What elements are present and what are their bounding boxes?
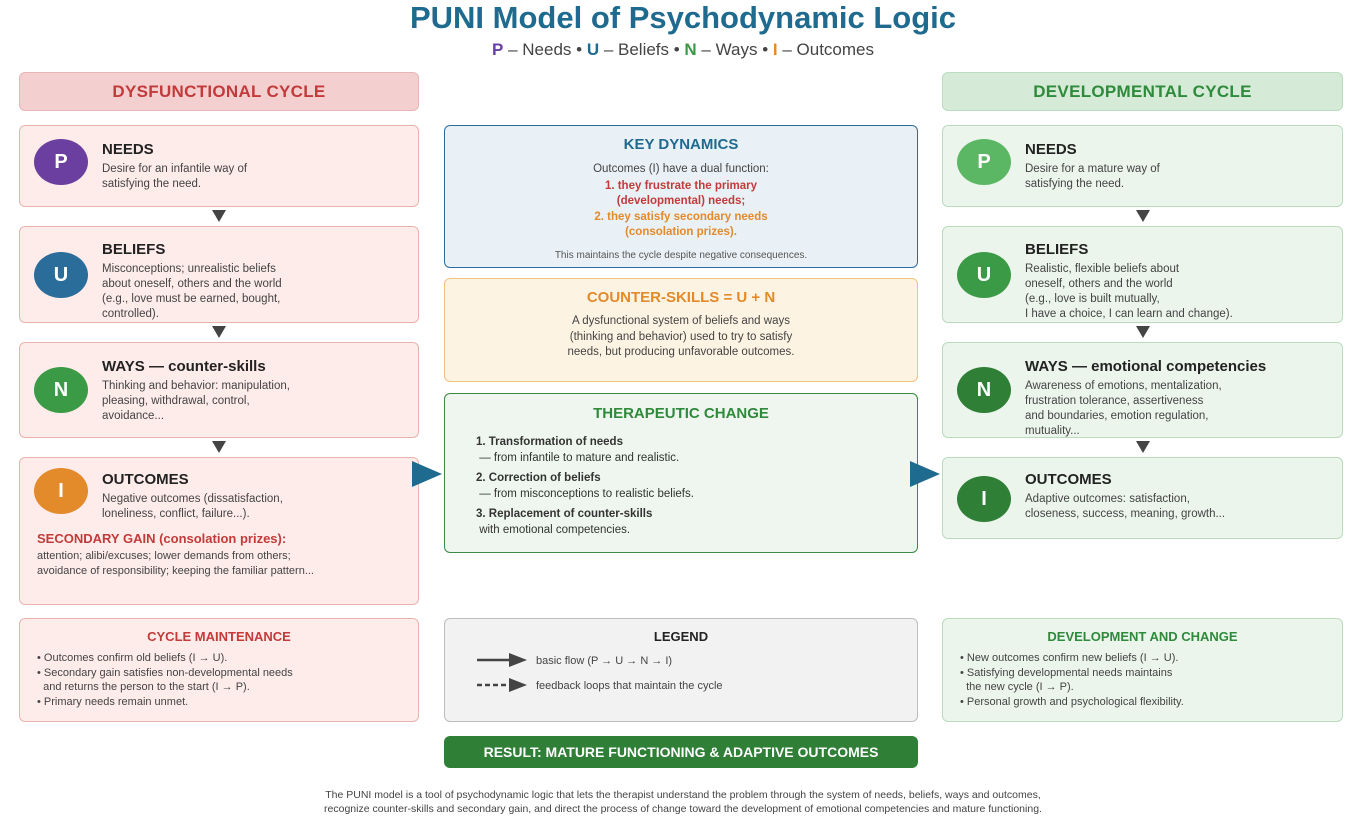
subtitle-n-text: – Ways • <box>696 40 773 59</box>
development-box: DEVELOPMENT AND CHANGE • New outcomes co… <box>942 618 1343 722</box>
step1-title: 1. Transformation of needs <box>476 436 623 448</box>
subtitle-u: U <box>586 40 600 59</box>
solid-arrow-icon <box>477 653 527 667</box>
right-outcomes-title: OUTCOMES <box>1025 471 1112 488</box>
left-needs-card: P NEEDS Desire for an infantile way of s… <box>19 125 419 207</box>
page-subtitle: P – Needs • U – Beliefs • N – Ways • I –… <box>0 40 1366 60</box>
right-outcomes-card: I OUTCOMES Adaptive outcomes: satisfacti… <box>942 457 1343 539</box>
right-ways-title: WAYS — emotional competencies <box>1025 358 1267 375</box>
therapeutic-change-box: THERAPEUTIC CHANGE 1. Transformation of … <box>444 393 918 553</box>
secondary-gain-title: SECONDARY GAIN (consolation prizes): <box>37 531 287 546</box>
down-arrow-icon <box>1136 210 1150 222</box>
left-ways-title: WAYS — counter-skills <box>102 358 266 375</box>
right-needs-text: Desire for a mature way of satisfying th… <box>1025 163 1160 190</box>
left-outcomes-text: Negative outcomes (dissatisfaction, lone… <box>102 493 283 520</box>
footer-line-2: recognize counter-skills and secondary g… <box>324 803 1042 815</box>
key-dynamics-box: KEY DYNAMICS Outcomes (I) have a dual fu… <box>444 125 918 268</box>
right-ways-text: Awareness of emotions, mentalization, fr… <box>1025 380 1222 437</box>
subtitle-p: P <box>492 40 504 59</box>
arrow-right-icon <box>910 461 940 487</box>
n-circle: N <box>34 367 88 413</box>
left-beliefs-title: BELIEFS <box>102 241 166 258</box>
down-arrow-icon <box>212 326 226 338</box>
subtitle-i-text: – Outcomes <box>777 40 874 59</box>
therapeutic-change-title: THERAPEUTIC CHANGE <box>593 405 769 422</box>
left-ways-card: N WAYS — counter-skills Thinking and beh… <box>19 342 419 438</box>
p-circle: P <box>957 139 1011 185</box>
left-beliefs-text: Misconceptions; unrealistic beliefs abou… <box>102 263 282 320</box>
subtitle-p-text: – Needs • <box>503 40 587 59</box>
key-dynamics-footer: This maintains the cycle despite negativ… <box>554 250 808 261</box>
down-arrow-icon <box>212 441 226 453</box>
therapeutic-steps: 1. Transformation of needs — from infant… <box>476 435 694 538</box>
u-circle: U <box>34 252 88 298</box>
counter-skills-title: COUNTER-SKILLS = U + N <box>586 289 776 306</box>
dysfunctional-cycle-header: DYSFUNCTIONAL CYCLE <box>19 72 419 111</box>
footer-line-1: The PUNI model is a tool of psychodynami… <box>325 789 1041 801</box>
left-beliefs-card: U BELIEFS Misconceptions; unrealistic be… <box>19 226 419 323</box>
right-needs-title: NEEDS <box>1025 141 1077 158</box>
legend-dashed-label: feedback loops that maintain the cycle <box>536 680 723 692</box>
n-circle: N <box>957 367 1011 413</box>
down-arrow-icon <box>1136 441 1150 453</box>
key-dynamics-point1: 1. they frustrate the primary (developme… <box>604 180 758 207</box>
legend-box: LEGEND basic flow (P → U → N → I) feedba… <box>444 618 918 722</box>
step3-title: 3. Replacement of counter-skills <box>476 508 653 520</box>
dashed-arrow-icon <box>477 678 527 692</box>
step2-title: 2. Correction of beliefs <box>476 472 601 484</box>
result-banner: RESULT: MATURE FUNCTIONING & ADAPTIVE OU… <box>444 736 918 768</box>
left-outcomes-card: I OUTCOMES Negative outcomes (dissatisfa… <box>19 457 419 605</box>
right-ways-card: N WAYS — emotional competencies Awarenes… <box>942 342 1343 438</box>
step2-text: — from misconceptions to realistic belie… <box>476 487 694 500</box>
right-beliefs-title: BELIEFS <box>1025 241 1089 258</box>
step1-text: — from infantile to mature and realistic… <box>476 451 680 464</box>
p-circle: P <box>34 139 88 185</box>
down-arrow-icon <box>1136 326 1150 338</box>
i-circle: I <box>957 476 1011 522</box>
counter-skills-box: COUNTER-SKILLS = U + N A dysfunctional s… <box>444 278 918 382</box>
i-circle: I <box>34 468 88 514</box>
developmental-cycle-header: DEVELOPMENTAL CYCLE <box>942 72 1343 111</box>
key-dynamics-title: KEY DYNAMICS <box>623 136 739 153</box>
legend-title: LEGEND <box>653 629 709 644</box>
secondary-gain-text: attention; alibi/excuses; lower demands … <box>37 550 314 577</box>
subtitle-n: N <box>684 40 697 59</box>
cycle-maintenance-title: CYCLE MAINTENANCE <box>147 629 291 644</box>
right-beliefs-card: U BELIEFS Realistic, flexible beliefs ab… <box>942 226 1343 323</box>
key-dynamics-intro: Outcomes (I) have a dual function: <box>593 163 769 175</box>
development-text: • New outcomes confirm new beliefs (I → … <box>960 652 1184 708</box>
right-outcomes-text: Adaptive outcomes: satisfaction, closene… <box>1025 493 1226 520</box>
arrow-right-icon <box>412 461 442 487</box>
cycle-maintenance-text: • Outcomes confirm old beliefs (I → U). … <box>37 652 293 708</box>
key-dynamics-point2: 2. they satisfy secondary needs (consola… <box>594 211 768 238</box>
left-ways-text: Thinking and behavior: manipulation, ple… <box>102 380 290 422</box>
down-arrow-icon <box>212 210 226 222</box>
u-circle: U <box>957 252 1011 298</box>
page-title: PUNI Model of Psychodynamic Logic <box>409 0 957 35</box>
counter-skills-text: A dysfunctional system of beliefs and wa… <box>567 315 795 358</box>
left-outcomes-title: OUTCOMES <box>102 471 189 488</box>
left-needs-title: NEEDS <box>102 141 154 158</box>
legend-solid-label: basic flow (P → U → N → I) <box>536 655 673 667</box>
subtitle-i: I <box>772 40 778 59</box>
subtitle-u-text: – Beliefs • <box>599 40 685 59</box>
right-beliefs-text: Realistic, flexible beliefs about onesel… <box>1025 263 1233 320</box>
right-needs-card: P NEEDS Desire for a mature way of satis… <box>942 125 1343 207</box>
left-needs-text: Desire for an infantile way of satisfyin… <box>102 163 248 190</box>
cycle-maintenance-box: CYCLE MAINTENANCE • Outcomes confirm old… <box>19 618 419 722</box>
step3-text: with emotional competencies. <box>476 523 631 536</box>
development-title: DEVELOPMENT AND CHANGE <box>1047 629 1238 644</box>
